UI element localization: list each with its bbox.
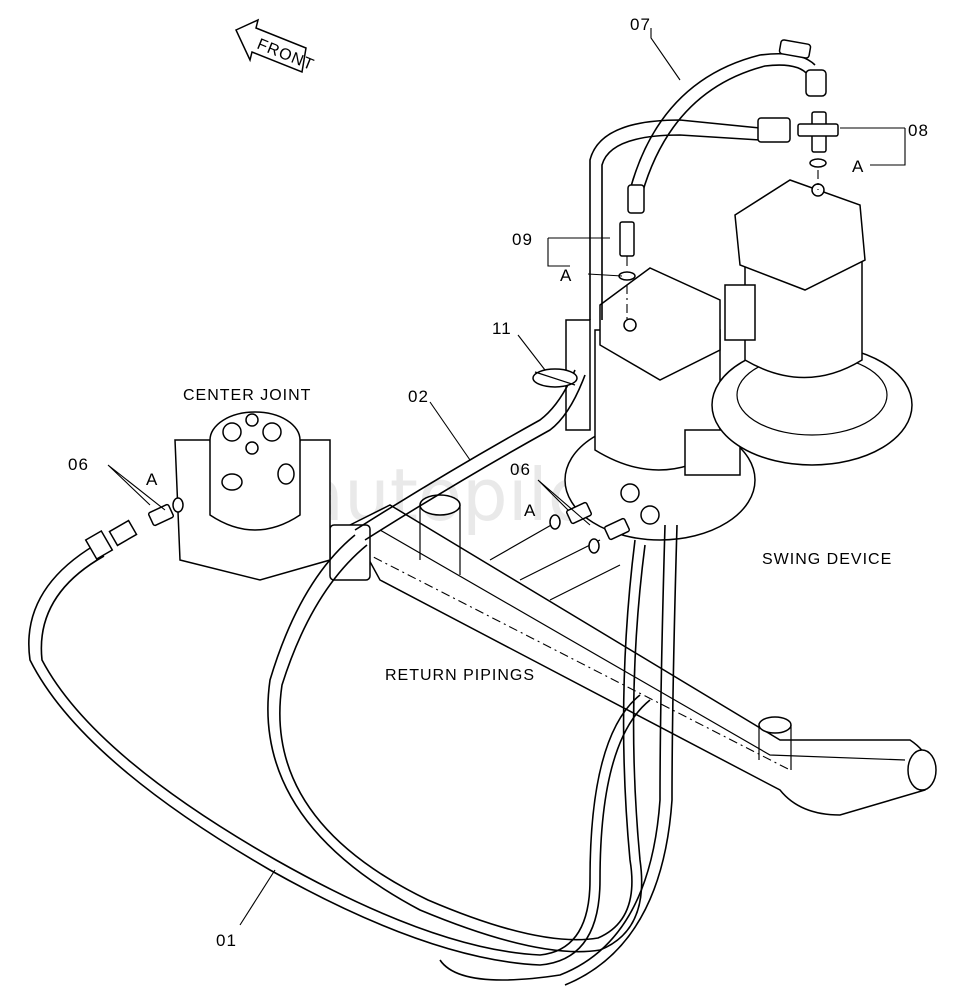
fitting-08: [797, 111, 839, 190]
callout-a-left: A: [146, 470, 158, 489]
hose-01: [28, 519, 651, 966]
callout-08: 08: [908, 121, 929, 140]
callout-a-mid: A: [524, 501, 536, 520]
callout-09: 09: [512, 230, 533, 249]
callout-11: 11: [492, 319, 512, 338]
leader-lines: [107, 28, 906, 926]
center-joint: [174, 411, 331, 581]
callout-01: 01: [216, 931, 237, 950]
center-joint-label: CENTER JOINT: [183, 387, 311, 404]
callout-07: 07: [630, 15, 651, 34]
callout-02: 02: [408, 387, 429, 406]
hose-02: [267, 369, 646, 953]
callout-a-09: A: [560, 266, 572, 285]
callout-06-left: 06: [68, 455, 89, 474]
callout-a-08: A: [852, 157, 864, 176]
hose-return: [439, 524, 678, 986]
fitting-09: [618, 221, 636, 320]
clamp-11: [532, 368, 578, 388]
hose-07: [627, 39, 827, 214]
return-pipings-label: RETURN PIPINGS: [385, 667, 535, 684]
front-arrow: FRONT: [235, 18, 317, 74]
callout-06-mid: 06: [510, 460, 531, 479]
swing-device: [711, 179, 913, 466]
swing-device-label: SWING DEVICE: [762, 551, 892, 568]
hose-drain: [589, 117, 791, 320]
fittings-06-mid: [147, 483, 660, 554]
return-pipings: [329, 494, 937, 816]
swing-motor-left: [564, 267, 756, 541]
